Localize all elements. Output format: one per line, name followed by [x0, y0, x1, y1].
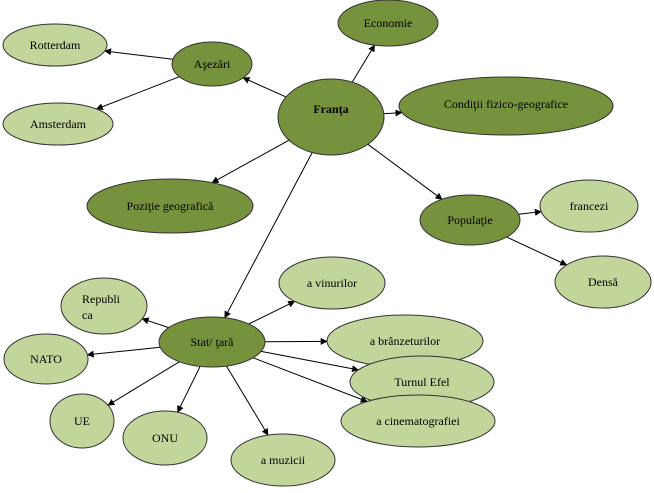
- edge-stat-to-ue: [107, 361, 180, 406]
- node-ue-label: UE: [74, 414, 90, 428]
- node-muzicii-label: a muzicii: [261, 453, 306, 467]
- node-branzeturilor-label: a brânzeturilor: [370, 334, 440, 348]
- edge-stat-to-muzicii: [226, 365, 269, 436]
- node-nato-label: NATO: [30, 352, 62, 366]
- edges-layer: [86, 44, 568, 436]
- node-branzeturilor: a brânzeturilor: [326, 314, 484, 368]
- node-asezari-label: Aşezări: [194, 57, 231, 71]
- node-nato-shape: [3, 333, 89, 385]
- node-populatie-shape: [419, 194, 521, 246]
- node-rotterdam-shape: [2, 23, 108, 67]
- node-conditii-shape: [398, 76, 614, 136]
- edge-asezari-to-amsterdam: [95, 76, 180, 110]
- node-vinurilor-shape: [278, 256, 386, 310]
- node-francezi-label: francezi: [570, 199, 609, 213]
- node-ue: UE: [49, 393, 115, 449]
- node-franta: Franţa: [277, 78, 385, 156]
- node-francezi: francezi: [539, 179, 639, 233]
- node-cinematografiei-label: a cinematografiei: [376, 414, 460, 428]
- node-stat-label: Stat/ ţară: [191, 335, 235, 349]
- node-asezari-shape: [171, 41, 253, 87]
- edge-stat-to-nato: [86, 346, 161, 358]
- node-populatie-label: Populaţie: [447, 213, 492, 227]
- node-conditii: Condiţii fizico-geografice: [398, 76, 614, 136]
- node-densa: Densă: [554, 255, 652, 309]
- node-rotterdam: Rotterdam: [2, 23, 108, 67]
- node-conditii-label: Condiţii fizico-geografice: [444, 97, 568, 111]
- node-stat-shape: [158, 316, 266, 368]
- edge-stat-to-onu: [177, 366, 201, 413]
- node-cinematografiei-shape: [340, 394, 496, 448]
- node-republica-shape: [60, 277, 148, 335]
- node-turnul-label: Turnul Efel: [394, 375, 450, 389]
- node-muzicii-shape: [230, 433, 336, 487]
- edge-franta-to-pozitie: [211, 139, 290, 184]
- node-ue-shape: [49, 393, 115, 449]
- edge-franta-to-conditii: [383, 109, 403, 117]
- edge-stat-to-vinurilor: [248, 300, 296, 325]
- node-francezi-shape: [539, 179, 639, 233]
- node-economie-shape: [337, 0, 439, 47]
- edge-franta-to-populatie: [367, 143, 443, 200]
- node-cinematografiei: a cinematografiei: [340, 394, 496, 448]
- node-pozitie-shape: [86, 178, 254, 234]
- edge-stat-to-cinematografiei: [252, 357, 368, 403]
- node-asezari: Aşezări: [171, 41, 253, 87]
- node-rotterdam-label: Rotterdam: [30, 38, 81, 52]
- node-onu: ONU: [122, 410, 208, 466]
- node-economie: Economie: [337, 0, 439, 47]
- edge-populatie-to-densa: [506, 236, 568, 266]
- node-franta-label: Franţa: [313, 102, 348, 116]
- edge-asezari-to-rotterdam: [104, 48, 173, 60]
- node-densa-label: Densă: [588, 275, 619, 289]
- node-nato: NATO: [3, 333, 89, 385]
- edge-populatie-to-francezi: [518, 208, 542, 216]
- edge-franta-to-asezari: [242, 77, 287, 98]
- node-vinurilor-label: a vinurilor: [307, 276, 357, 290]
- node-stat: Stat/ ţară: [158, 316, 266, 368]
- node-economie-label: Economie: [364, 16, 413, 30]
- node-amsterdam: Amsterdam: [2, 102, 114, 146]
- edge-franta-to-economie: [351, 44, 376, 83]
- edge-franta-to-stat: [224, 152, 313, 319]
- node-muzicii: a muzicii: [230, 433, 336, 487]
- node-pozitie-label: Poziţie geografică: [127, 199, 215, 213]
- node-onu-label: ONU: [152, 431, 178, 445]
- edge-stat-to-turnul: [261, 350, 359, 373]
- node-vinurilor: a vinurilor: [278, 256, 386, 310]
- node-amsterdam-label: Amsterdam: [30, 117, 87, 131]
- node-onu-shape: [122, 410, 208, 466]
- node-pozitie: Poziţie geografică: [86, 178, 254, 234]
- node-amsterdam-shape: [2, 102, 114, 146]
- node-densa-shape: [554, 255, 652, 309]
- edge-stat-to-republica: [141, 317, 169, 329]
- node-populatie: Populaţie: [419, 194, 521, 246]
- node-franta-shape: [277, 78, 385, 156]
